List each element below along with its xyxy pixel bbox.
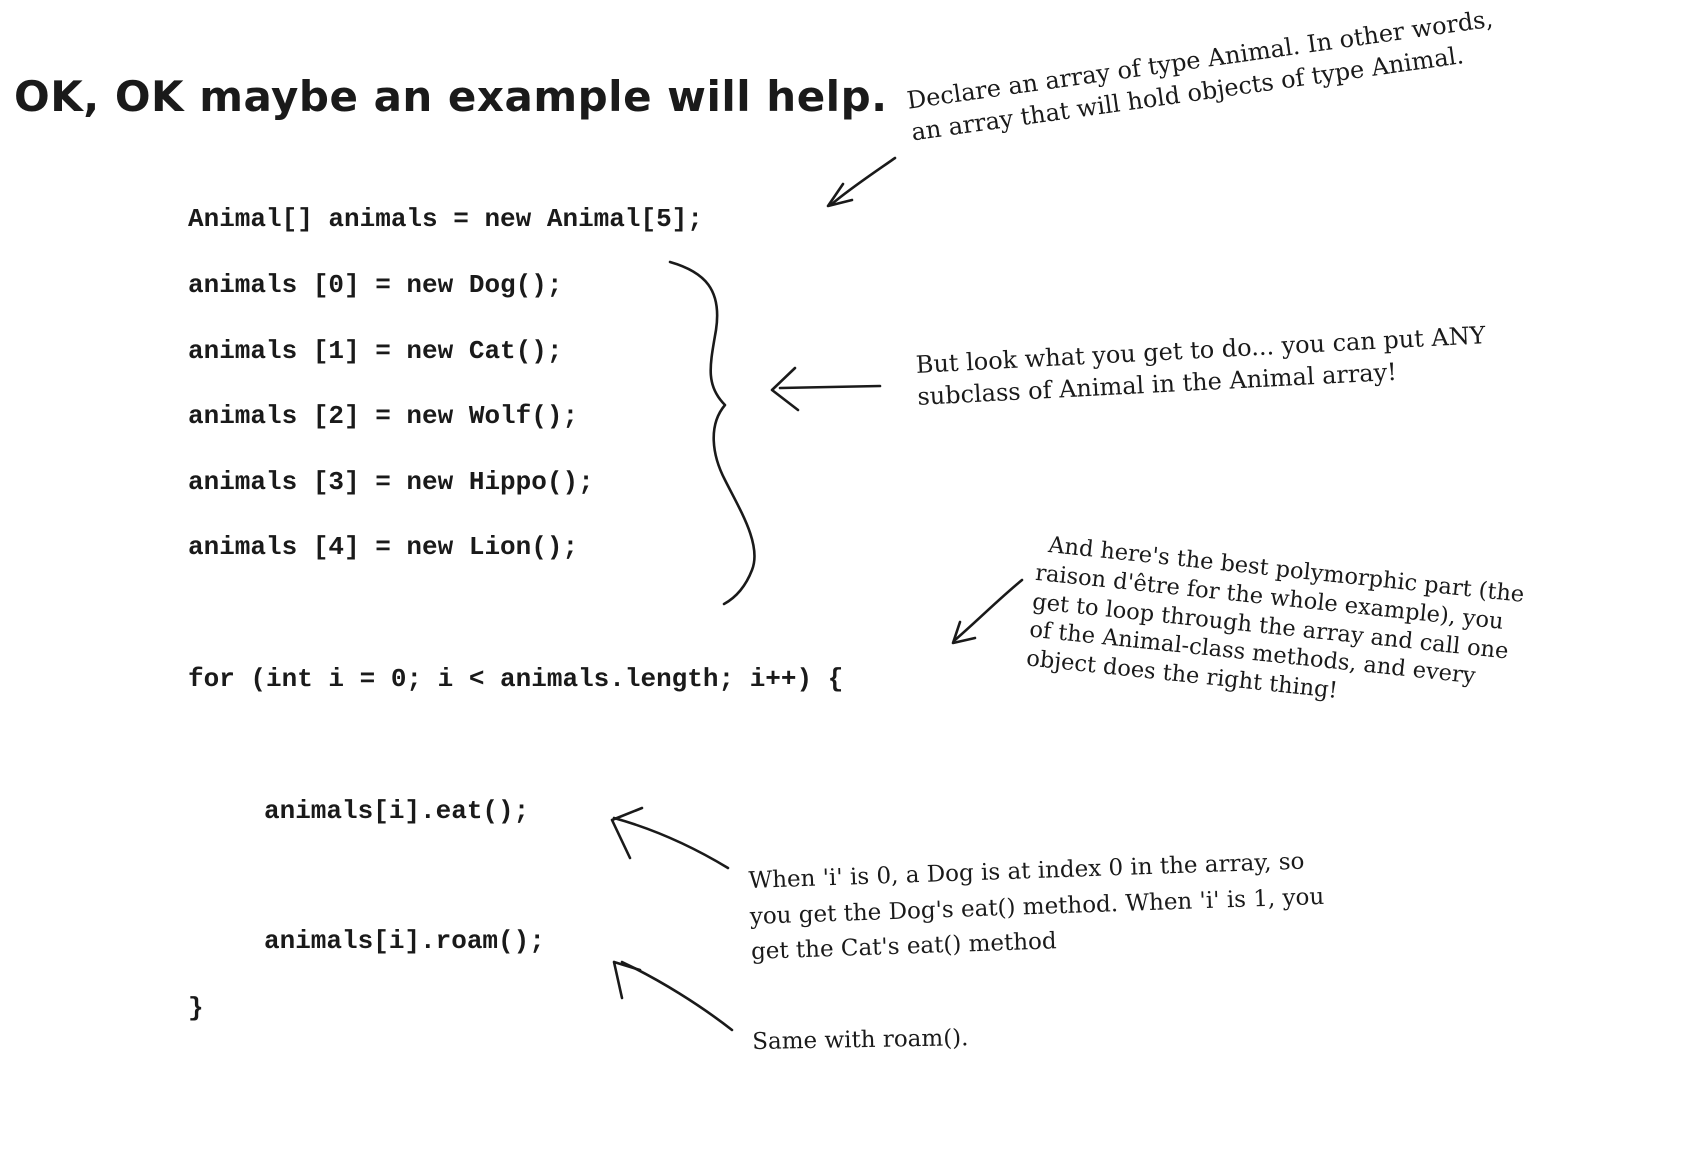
eat-arrow-icon [612, 816, 730, 870]
assignment-line-1: animals [1] = new Cat(); [188, 336, 563, 366]
declare-arrowhead-icon [826, 182, 854, 208]
declare-arrow-icon [830, 156, 897, 206]
curly-brace-icon [668, 260, 756, 606]
eat-call-code: animals[i].eat(); [264, 796, 530, 826]
page-title: OK, OK maybe an example will help. [14, 72, 888, 121]
assignment-line-3: animals [3] = new Hippo(); [188, 467, 594, 497]
roam-call-code: animals[i].roam(); [264, 926, 545, 956]
array-declaration-code: Animal[] animals = new Animal[5]; [188, 204, 703, 234]
roam-arrowhead-icon [612, 960, 642, 1000]
polymorphic-arrow-icon [953, 578, 1024, 642]
roam-arrow-icon [620, 960, 734, 1032]
for-loop-header-code: for (int i = 0; i < animals.length; i++)… [188, 664, 844, 694]
polymorphic-arrowhead-icon [951, 620, 977, 645]
assignment-line-4: animals [4] = new Lion(); [188, 532, 579, 562]
eat-arrowhead-icon [610, 806, 644, 860]
assignment-line-2: animals [2] = new Wolf(); [188, 401, 579, 431]
subclass-arrow-icon [778, 384, 882, 390]
subclass-arrowhead-icon [770, 366, 800, 412]
assignment-line-0: animals [0] = new Dog(); [188, 270, 563, 300]
closing-brace-code: } [188, 993, 204, 1023]
